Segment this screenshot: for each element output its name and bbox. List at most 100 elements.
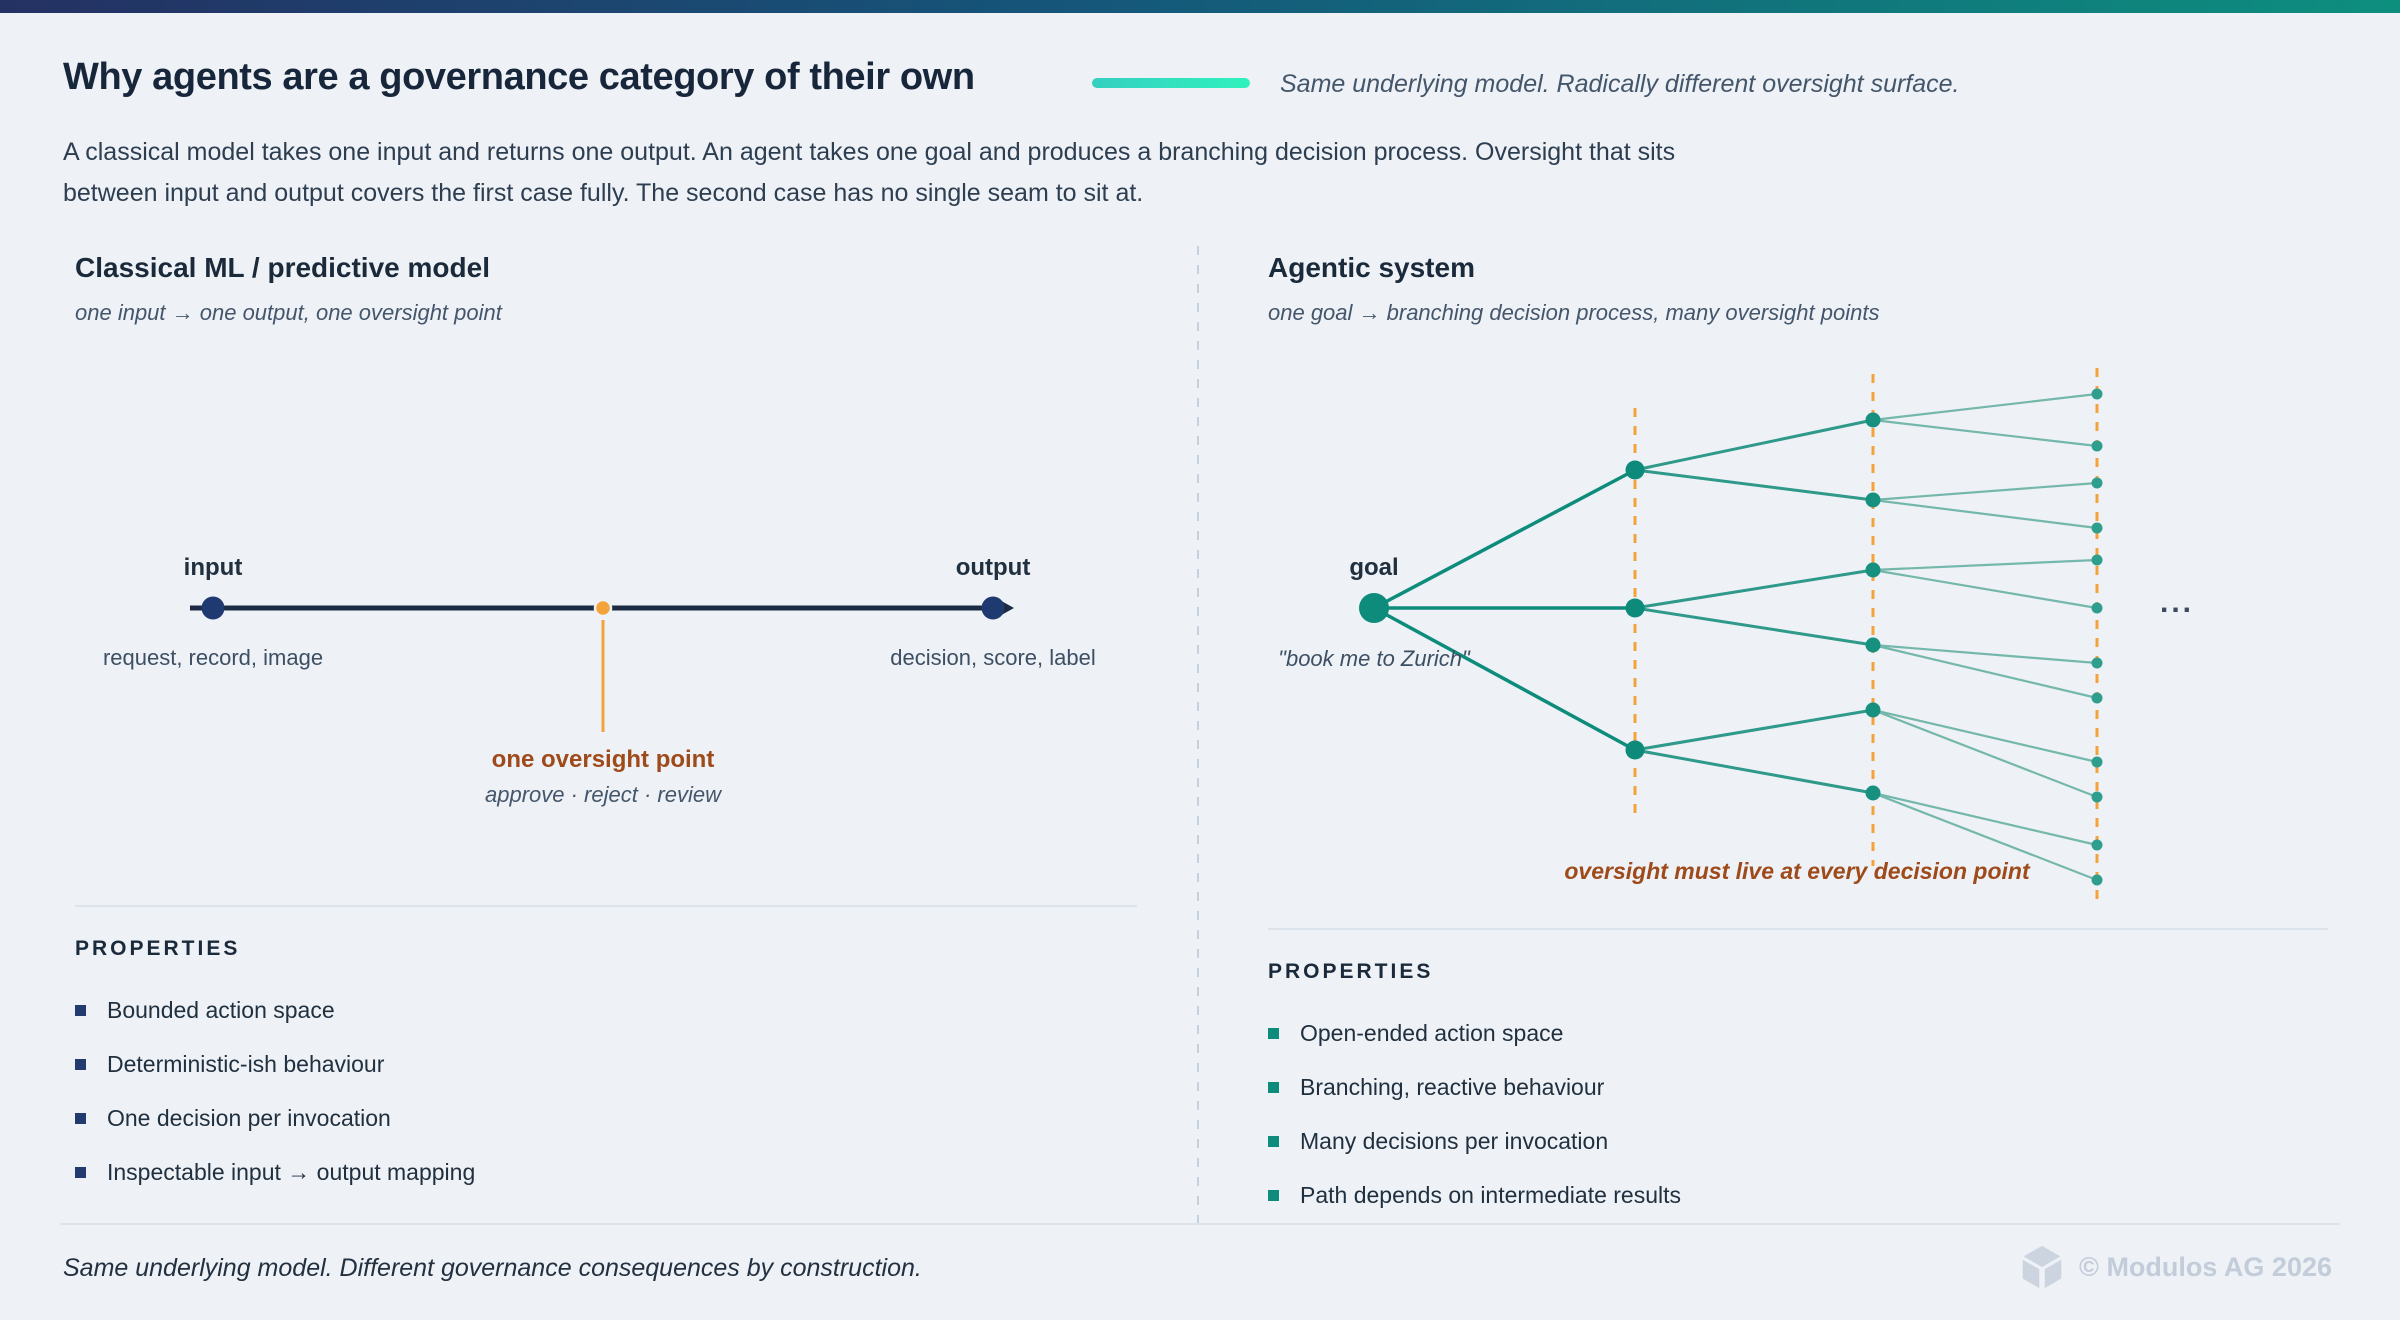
panel-divider [1197,246,1199,1223]
decision-node [2091,657,2103,669]
agentic-panel-title: Agentic system [1268,252,1475,283]
output-label: output [955,554,1031,581]
decision-node [1625,460,1645,480]
tree-edge [1373,468,1636,610]
decision-node [2091,554,2103,566]
tree-caption: oversight must live at every decision po… [1564,858,2030,884]
title-accent-dash [1092,78,1250,88]
property-text: Open-ended action space [1300,1020,1564,1046]
bullet-square-icon [75,1167,86,1178]
top-accent-bar [0,0,2400,13]
decision-node [1625,598,1645,618]
tree-edge [1634,606,1874,647]
decision-node [1865,562,1881,578]
tree-edge [1872,643,2098,700]
property-text: Path depends on intermediate results [1300,1182,1682,1208]
decision-node [1865,492,1881,508]
decision-node [1625,740,1645,760]
oversight-point-label: one oversight point [491,746,715,773]
tree-edge [1872,643,2098,665]
tree-edge [1872,568,2098,610]
tree-ellipsis: ... [2159,586,2195,619]
decision-node [1865,785,1881,801]
tree-edge [1872,498,2098,530]
properties-list: Open-ended action space Branching, react… [1268,1020,2328,1209]
decision-node [2091,756,2103,768]
properties-heading: PROPERTIES [1268,960,1434,983]
tree-edge [1872,392,2098,422]
property-item: Inspectable input → output mapping [75,1159,1137,1186]
tree-edge [1634,748,1874,795]
classical-properties: PROPERTIES Bounded action space Determin… [75,905,1137,1213]
decision-node [2091,440,2103,452]
property-text: One decision per invocation [107,1105,391,1131]
output-caption: decision, score, label [890,645,1096,670]
decision-node [2091,874,2103,886]
tree-edge [1373,606,1636,752]
tree-edge [1872,791,2098,847]
decision-node [2091,388,2103,400]
property-text: Many decisions per invocation [1300,1128,1609,1154]
goal-caption: "book me to Zurich" [1278,646,1470,671]
output-node [981,596,1005,620]
oversight-point-caption: approve · reject · review [485,782,721,807]
goal-label: goal [1349,554,1399,581]
property-item: Open-ended action space [1268,1020,2328,1047]
goal-node [1359,593,1389,623]
decision-node [2091,477,2103,489]
intro-line-2: between input and output covers the firs… [63,179,1144,207]
bullet-square-icon [75,1005,86,1016]
bullet-square-icon [1268,1082,1279,1093]
timeline-diagram [190,596,1014,732]
tree-edge [1634,418,1874,472]
intro-line-1: A classical model takes one input and re… [63,138,1676,166]
bullet-square-icon [1268,1190,1279,1201]
agentic-properties: PROPERTIES Open-ended action space Branc… [1268,928,2328,1236]
bullet-square-icon [75,1113,86,1124]
property-item: Bounded action space [75,997,1137,1024]
intro-paragraph: A classical model takes one input and re… [63,132,1883,214]
decision-node [1865,412,1881,428]
tree-edge [1872,418,2098,448]
property-text: Branching, reactive behaviour [1300,1074,1605,1100]
footer-rule [60,1223,2340,1225]
decision-node [2091,522,2103,534]
property-item: One decision per invocation [75,1105,1137,1132]
property-text: Inspectable input → output mapping [107,1159,476,1185]
classical-panel-title: Classical ML / predictive model [75,252,490,283]
input-label: input [183,554,243,581]
tree-edge [1872,791,2098,882]
tree-edge [1872,481,2098,502]
input-caption: request, record, image [102,645,324,670]
properties-rule [75,905,1137,907]
property-item: Branching, reactive behaviour [1268,1074,2328,1101]
footer-note: Same underlying model. Different governa… [63,1254,922,1282]
properties-heading: PROPERTIES [75,937,241,960]
tree-edge [1872,708,2098,799]
property-text: Bounded action space [107,997,335,1023]
properties-rule [1268,928,2328,930]
tree-edge [1872,558,2098,572]
decision-node [1865,702,1881,718]
decision-node [2091,602,2103,614]
decision-node [2091,692,2103,704]
decision-node [1865,637,1881,653]
bullet-square-icon [1268,1136,1279,1147]
tree-edge [1634,468,1874,502]
copyright-text: © Modulos AG 2026 [2079,1251,2332,1282]
decision-node [2091,791,2103,803]
property-item: Many decisions per invocation [1268,1128,2328,1155]
decision-node [2091,839,2103,851]
bullet-square-icon [1268,1028,1279,1039]
page-title: Why agents are a governance category of … [63,56,975,98]
properties-list: Bounded action space Deterministic-ish b… [75,997,1137,1186]
header-tagline: Same underlying model. Radically differe… [1280,70,1960,98]
property-item: Deterministic-ish behaviour [75,1051,1137,1078]
tree-edge [1634,568,1874,610]
property-item: Path depends on intermediate results [1268,1182,2328,1209]
footer-brand: © Modulos AG 2026 [2019,1244,2332,1290]
decision-tree-diagram [1359,368,2103,908]
input-node [201,596,225,620]
oversight-node [593,598,613,618]
